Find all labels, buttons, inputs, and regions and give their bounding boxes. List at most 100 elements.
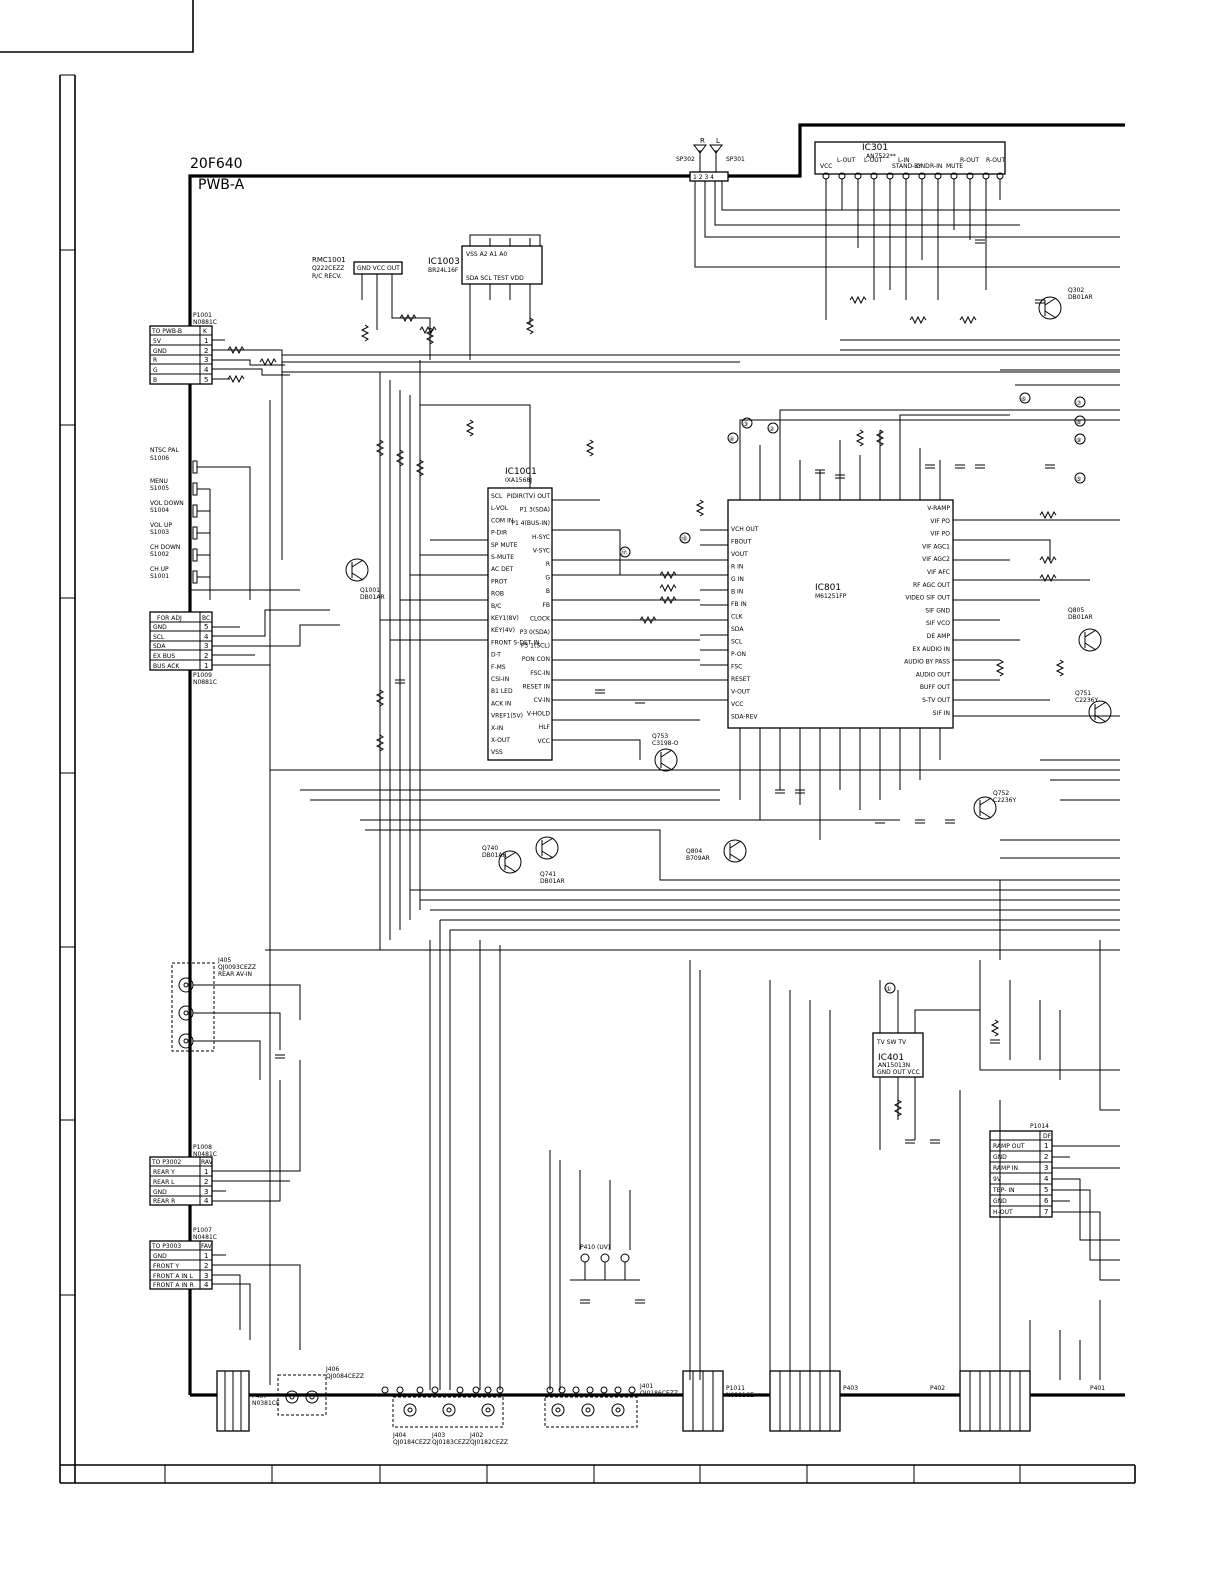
svg-text:J403: J403 — [431, 1432, 445, 1439]
pin-label: VIF PO — [930, 531, 950, 538]
svg-text:(UV): (UV) — [597, 1244, 610, 1251]
svg-text:QJ0093CEZZ: QJ0093CEZZ — [218, 964, 256, 971]
svg-text:S1006: S1006 — [150, 455, 169, 462]
svg-text:AN15013N: AN15013N — [878, 1062, 910, 1069]
svg-text:P401: P401 — [1090, 1385, 1105, 1392]
svg-text:①: ① — [886, 986, 891, 993]
p410-tuner-block: P410 (UV) — [570, 1244, 640, 1281]
capacitor — [875, 819, 885, 824]
waveform-markers: ⑰ ⑱ ① ② ③ ④ ⑤ ⑥ ⑦ ⑧ ⑨ — [619, 392, 1086, 994]
remote-receiver: GND VCC OUT RMC1001 Q222CEZZ R/C RECV. — [312, 256, 431, 360]
svg-text:R: R — [153, 357, 157, 364]
svg-text:QJ0183CEZZ: QJ0183CEZZ — [432, 1439, 470, 1446]
pin-label: VIF AGC1 — [922, 543, 950, 550]
svg-text:IC1003: IC1003 — [428, 257, 460, 267]
svg-text:⑨: ⑨ — [1076, 437, 1081, 444]
pin-label: VCH OUT — [731, 526, 759, 533]
resistor — [893, 1099, 903, 1117]
svg-text:P410: P410 — [580, 1244, 595, 1251]
svg-text:Q805: Q805 — [1068, 607, 1084, 614]
svg-text:VCC: VCC — [820, 163, 832, 170]
svg-text:2: 2 — [204, 1178, 208, 1186]
pin-label: B — [546, 588, 550, 595]
resistor — [659, 570, 677, 580]
svg-text:N0481C: N0481C — [193, 1151, 217, 1158]
svg-text:DB01AR: DB01AR — [1068, 294, 1093, 301]
pin-label: VCC — [538, 738, 550, 745]
svg-text:5: 5 — [204, 376, 208, 384]
svg-text:SP301: SP301 — [726, 156, 745, 163]
resistor — [375, 734, 385, 752]
resistor — [375, 689, 385, 707]
pin-label: B/C — [491, 603, 501, 610]
svg-text:MENU: MENU — [150, 478, 168, 485]
svg-text:L: L — [716, 137, 720, 145]
pin-label: VIF AGC2 — [922, 556, 950, 563]
pin-label: SP MUTE — [491, 542, 518, 549]
svg-text:M61251FP: M61251FP — [815, 593, 847, 600]
pin-label: P1 4(BUS-IN) — [511, 520, 550, 527]
capacitor — [905, 1139, 915, 1144]
svg-text:3: 3 — [204, 1188, 208, 1196]
svg-text:1: 1 — [204, 662, 208, 670]
svg-text:J406: J406 — [325, 1366, 339, 1373]
svg-text:P1009: P1009 — [193, 672, 212, 679]
pin-label: SIF IN — [933, 710, 950, 717]
svg-text:3: 3 — [204, 1272, 208, 1280]
svg-text:Q302: Q302 — [1068, 287, 1084, 294]
pin-label: ROB — [491, 591, 504, 598]
svg-text:DB01AR: DB01AR — [540, 878, 565, 885]
svg-text:IC1001: IC1001 — [505, 467, 537, 477]
bottom-jacks: J406 QJ0084CEZZ J404 QJ0184CEZZ J403 QJ0… — [277, 1366, 678, 1446]
svg-text:REAR L: REAR L — [153, 1179, 175, 1186]
pin-label: D-T — [491, 652, 501, 659]
pin-label: KEY(4V) — [491, 627, 515, 634]
resistor — [395, 449, 405, 467]
svg-text:GND: GND — [153, 1189, 167, 1196]
pin-label: SCL — [731, 639, 743, 646]
svg-text:TO P3002: TO P3002 — [151, 1159, 181, 1166]
capacitor — [580, 1299, 590, 1304]
capacitor — [395, 679, 405, 684]
svg-text:1: 1 — [1044, 1142, 1048, 1150]
svg-text:⑦: ⑦ — [1076, 400, 1082, 407]
p1014-connector-table: P1014 DF RAMP OUT 1 GND 2 RAMP IN 3 9V 4… — [989, 1123, 1120, 1281]
pin-label: SDA-REV — [731, 714, 758, 721]
capacitor — [1045, 464, 1055, 469]
svg-text:5: 5 — [204, 623, 208, 631]
pin-label: VOUT — [731, 551, 748, 558]
pin-label: CLK — [731, 614, 744, 621]
svg-text:VOL UP: VOL UP — [150, 522, 172, 529]
svg-text:GND: GND — [153, 348, 167, 355]
for-adj-connector-table: FOR ADJ BC GND 5 SCL 4 SDA 3 EX BUS 2 BU… — [149, 609, 340, 686]
resistor — [959, 315, 977, 325]
svg-text:S1001: S1001 — [150, 573, 169, 580]
ic1003: IC1003 BR24L16F VSS A2 A1 A0 SDA SCL TES… — [428, 234, 543, 360]
pin-label: CLOCK — [530, 615, 551, 622]
svg-text:④: ④ — [729, 436, 734, 443]
capacitor — [635, 1299, 645, 1304]
svg-text:L-OUT: L-OUT — [837, 157, 856, 164]
resistor — [659, 583, 677, 593]
capacitor — [990, 1039, 1000, 1044]
pin-label: P1 3(SDA) — [520, 507, 550, 514]
svg-text:RAV: RAV — [201, 1159, 214, 1166]
pin-label: P-DIR — [491, 530, 507, 537]
resistor — [465, 419, 475, 437]
svg-text:1: 1 — [204, 1252, 208, 1260]
svg-text:③: ③ — [743, 421, 748, 428]
pwb-label: PWB-A — [198, 177, 245, 193]
svg-text:2: 2 — [204, 347, 208, 355]
svg-text:⑤: ⑤ — [1076, 476, 1081, 483]
svg-text:R-OUT: R-OUT — [960, 157, 979, 164]
pin-label: PON CON — [522, 656, 550, 663]
resistor — [259, 357, 277, 367]
capacitor — [975, 239, 985, 244]
p1001-connector-table: P1001 N0881C TO PWB-B K 5V 1 GND 2 R 3 G… — [149, 312, 290, 560]
pin-label: P-ON — [731, 651, 746, 658]
q751-transistor: Q751 C2236Y — [1075, 690, 1112, 724]
svg-text:FRONT A IN R: FRONT A IN R — [153, 1282, 194, 1289]
signal-wiring — [265, 354, 1120, 1390]
svg-text:BC: BC — [202, 615, 210, 622]
pin-label: P3 1(SCL) — [521, 643, 550, 650]
